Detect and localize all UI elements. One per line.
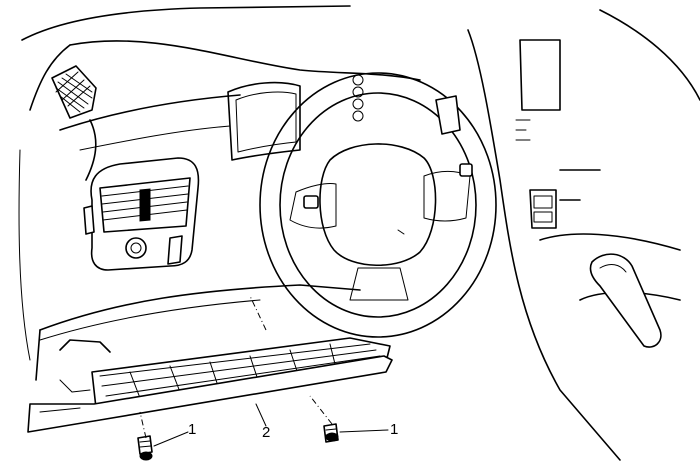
steering-wheel [259, 72, 497, 338]
screw-left [137, 435, 153, 461]
callout-1-left: 1 [188, 421, 196, 438]
a-pillar-left [18, 5, 351, 361]
center-stack [467, 9, 700, 461]
install-centerlines [139, 295, 333, 439]
left-air-vent [83, 157, 200, 271]
callout-1-right: 1 [390, 421, 398, 438]
lower-dash [35, 284, 361, 381]
dash-top [59, 40, 421, 181]
screw-right [323, 423, 339, 443]
defroster-vent [51, 65, 97, 119]
instrument-cluster [227, 81, 301, 161]
knee-bolster-panel [27, 337, 393, 433]
callout-leaders [153, 403, 389, 447]
callout-2: 2 [262, 424, 270, 441]
